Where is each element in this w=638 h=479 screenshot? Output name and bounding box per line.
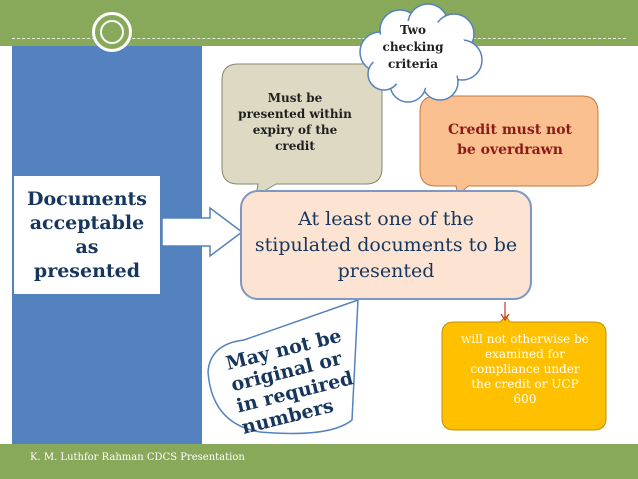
will-callout-text: will not otherwise be examined for compl… <box>446 332 604 407</box>
documents-line: acceptable <box>29 212 145 234</box>
cloud-line: criteria <box>387 57 439 71</box>
logo-ring-icon <box>92 12 132 52</box>
will-line: will not otherwise be <box>461 332 589 346</box>
right-arrow-icon <box>161 206 244 258</box>
must-line: expiry of the <box>252 123 338 137</box>
must-callout-text: Must be presented within expiry of the c… <box>225 90 365 154</box>
cloud-text: Two checking criteria <box>368 22 458 73</box>
documents-line: Documents <box>26 188 147 210</box>
will-callout-shape <box>441 315 607 431</box>
must-line: credit <box>275 139 315 153</box>
credit-line: be overdrawn <box>457 142 563 158</box>
cloud-line: checking <box>382 40 444 54</box>
will-line: the credit or UCP <box>471 377 579 391</box>
footer-text: K. M. Luthfor Rahman CDCS Presentation <box>30 452 245 463</box>
must-callout-shape <box>221 63 383 197</box>
bottom-band <box>0 444 638 479</box>
will-line: 600 <box>513 392 537 406</box>
credit-line: Credit must not <box>447 122 573 138</box>
must-line: presented within <box>238 107 352 121</box>
top-divider <box>12 38 626 39</box>
documents-box: Documents acceptable as presented <box>12 174 162 296</box>
will-line: compliance under <box>470 362 580 376</box>
center-box-text: At least one of the stipulated documents… <box>254 208 518 282</box>
documents-line: as <box>75 236 99 258</box>
documents-line: presented <box>33 260 141 282</box>
credit-callout-text: Credit must not be overdrawn <box>425 120 595 160</box>
may-shape <box>207 298 359 435</box>
center-box: At least one of the stipulated documents… <box>240 190 532 300</box>
cloud-line: Two <box>400 23 426 37</box>
must-line: Must be <box>267 91 323 105</box>
will-line: examined for <box>485 347 565 361</box>
